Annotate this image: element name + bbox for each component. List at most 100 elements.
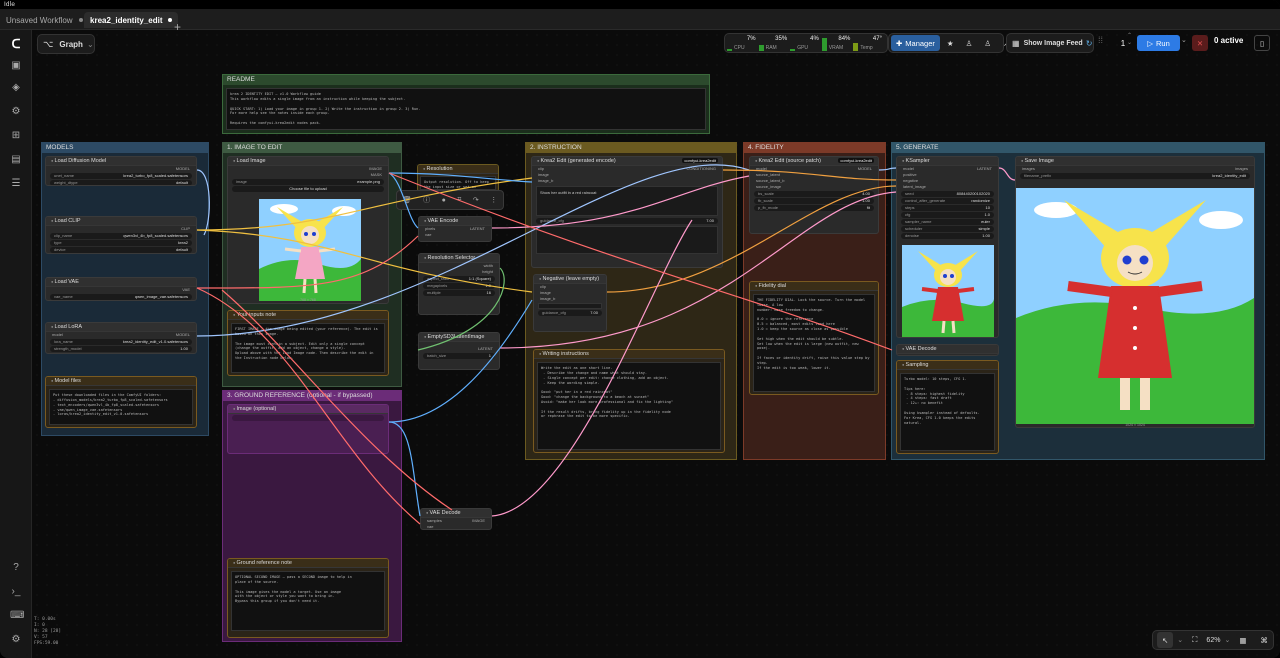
output-mask[interactable]: MASK: [370, 172, 382, 177]
input-images[interactable]: images: [1022, 166, 1035, 171]
output-clip[interactable]: CLIP: [181, 226, 190, 231]
more-icon[interactable]: ⋮: [490, 197, 498, 204]
terminal-icon[interactable]: ›_: [11, 586, 21, 597]
output-vae[interactable]: VAE: [182, 287, 190, 292]
output-model[interactable]: MODEL: [857, 166, 872, 171]
node-load-vae[interactable]: Load VAE VAE vae_nameqwen_image_vae.safe…: [45, 277, 197, 301]
output-images[interactable]: images: [1235, 166, 1248, 171]
note-text[interactable]: Write the edit as one short line. - Desc…: [537, 362, 721, 450]
ground-image-widget[interactable]: [232, 415, 384, 421]
note-text[interactable]: THE FIDELITY DIAL. Lock the source. Turn…: [753, 294, 875, 392]
trash-icon[interactable]: 🗑: [402, 197, 412, 204]
input-negative[interactable]: negative: [903, 178, 919, 183]
help-icon[interactable]: ?: [13, 562, 19, 573]
input-model[interactable]: model: [756, 166, 767, 171]
input-latent-image[interactable]: latent_image: [903, 184, 926, 189]
run-button[interactable]: ▷Run: [1137, 35, 1180, 51]
nodes-icon[interactable]: ⚙: [11, 106, 21, 117]
links-toggle-button[interactable]: ⌘: [1255, 632, 1273, 648]
note-text[interactable]: OPTIONAL SECOND IMAGE — pass a SECOND im…: [231, 571, 385, 631]
images-icon[interactable]: ▣: [11, 60, 21, 71]
models-icon[interactable]: ◈: [12, 82, 20, 93]
upload-button[interactable]: Choose file to upload: [232, 186, 384, 192]
input-image-b[interactable]: image_b: [540, 296, 556, 301]
bypass-icon[interactable]: ↷: [472, 197, 479, 204]
new-tab-plus-icon[interactable]: +: [174, 20, 182, 34]
workflows-icon[interactable]: ⊞: [11, 130, 21, 141]
negative-textarea[interactable]: [538, 303, 602, 309]
node-your-inputs-note[interactable]: Your inputs note FIRST IMAGE — the image…: [227, 310, 389, 376]
node-resolution-selector[interactable]: Resolution Selector width height aspect_…: [418, 253, 500, 315]
readme-note[interactable]: krea 2 IDENTITY EDIT — v1.0 Workflow gui…: [226, 88, 706, 130]
tab-unsaved-workflow[interactable]: Unsaved Workflow: [0, 12, 89, 28]
output-latent[interactable]: LATENT: [477, 346, 493, 351]
frame-icon[interactable]: ⌗: [457, 196, 462, 203]
note-text[interactable]: Put these downloaded files in the ComfyU…: [49, 389, 193, 425]
color-circle-icon[interactable]: ●: [441, 196, 446, 204]
queue-icon[interactable]: ☰: [11, 178, 21, 189]
node-model-files-note[interactable]: Model files Put these downloaded files i…: [45, 376, 197, 428]
node-load-clip[interactable]: Load CLIP CLIP clip_nameqwen3vl_4b_fp8_s…: [45, 216, 197, 254]
note-text[interactable]: FIRST IMAGE — the image being edited (yo…: [231, 323, 385, 373]
note-text[interactable]: Turbo model: 10 steps, CFG 1. Tips here:…: [900, 373, 995, 451]
cancel-button[interactable]: ✕: [1192, 35, 1208, 51]
output-latent[interactable]: LATENT: [976, 166, 992, 171]
user-button[interactable]: ♙: [961, 35, 978, 51]
users-button[interactable]: ♙: [979, 35, 996, 51]
node-vae-decode[interactable]: VAE Decode: [896, 344, 999, 356]
input-source-image[interactable]: source_image: [756, 184, 782, 189]
node-resolution-note[interactable]: Resolution Output resolution. Off to kee…: [417, 164, 499, 192]
node-load-diffusion-model[interactable]: Load Diffusion Model MODEL unet_namekrea…: [45, 156, 197, 186]
queue-stepper[interactable]: ⌃⌄: [1127, 33, 1133, 46]
input-vae[interactable]: vae: [427, 524, 434, 529]
star-button[interactable]: ★: [942, 35, 959, 51]
queue-count[interactable]: 1: [1120, 38, 1126, 48]
node-fidelity-dial-note[interactable]: Fidelity dial THE FIDELITY DIAL. Lock th…: [749, 281, 879, 395]
node-negative-encode[interactable]: Negative (leave empty) comfyui-krea2edit…: [533, 274, 607, 332]
chevron-down-icon[interactable]: ⌄: [1224, 637, 1231, 644]
comfy-logo-icon[interactable]: ᑕ: [11, 37, 21, 51]
preview-text-area[interactable]: [536, 226, 718, 254]
input-vae[interactable]: vae: [425, 232, 432, 237]
input-samples[interactable]: samples: [427, 518, 442, 523]
output-image[interactable]: IMAGE: [472, 518, 485, 523]
input-model[interactable]: model: [903, 166, 914, 171]
group-readme[interactable]: README krea 2 IDENTITY EDIT — v1.0 Workf…: [222, 74, 710, 134]
select-tool-button[interactable]: ↖: [1157, 632, 1174, 648]
node-ground-image[interactable]: Image (optional): [227, 404, 389, 454]
node-writing-instructions[interactable]: Writing instructions Write the edit as o…: [533, 349, 725, 453]
settings-gear-icon[interactable]: ⚙: [11, 634, 21, 645]
keyboard-icon[interactable]: ⌨: [10, 610, 25, 621]
input-positive[interactable]: positive: [903, 172, 917, 177]
node-instruction-encode[interactable]: Krea2 Edit (generated encode) comfyui-kr…: [531, 156, 723, 268]
active-queue-label[interactable]: 0 active: [1214, 36, 1244, 45]
